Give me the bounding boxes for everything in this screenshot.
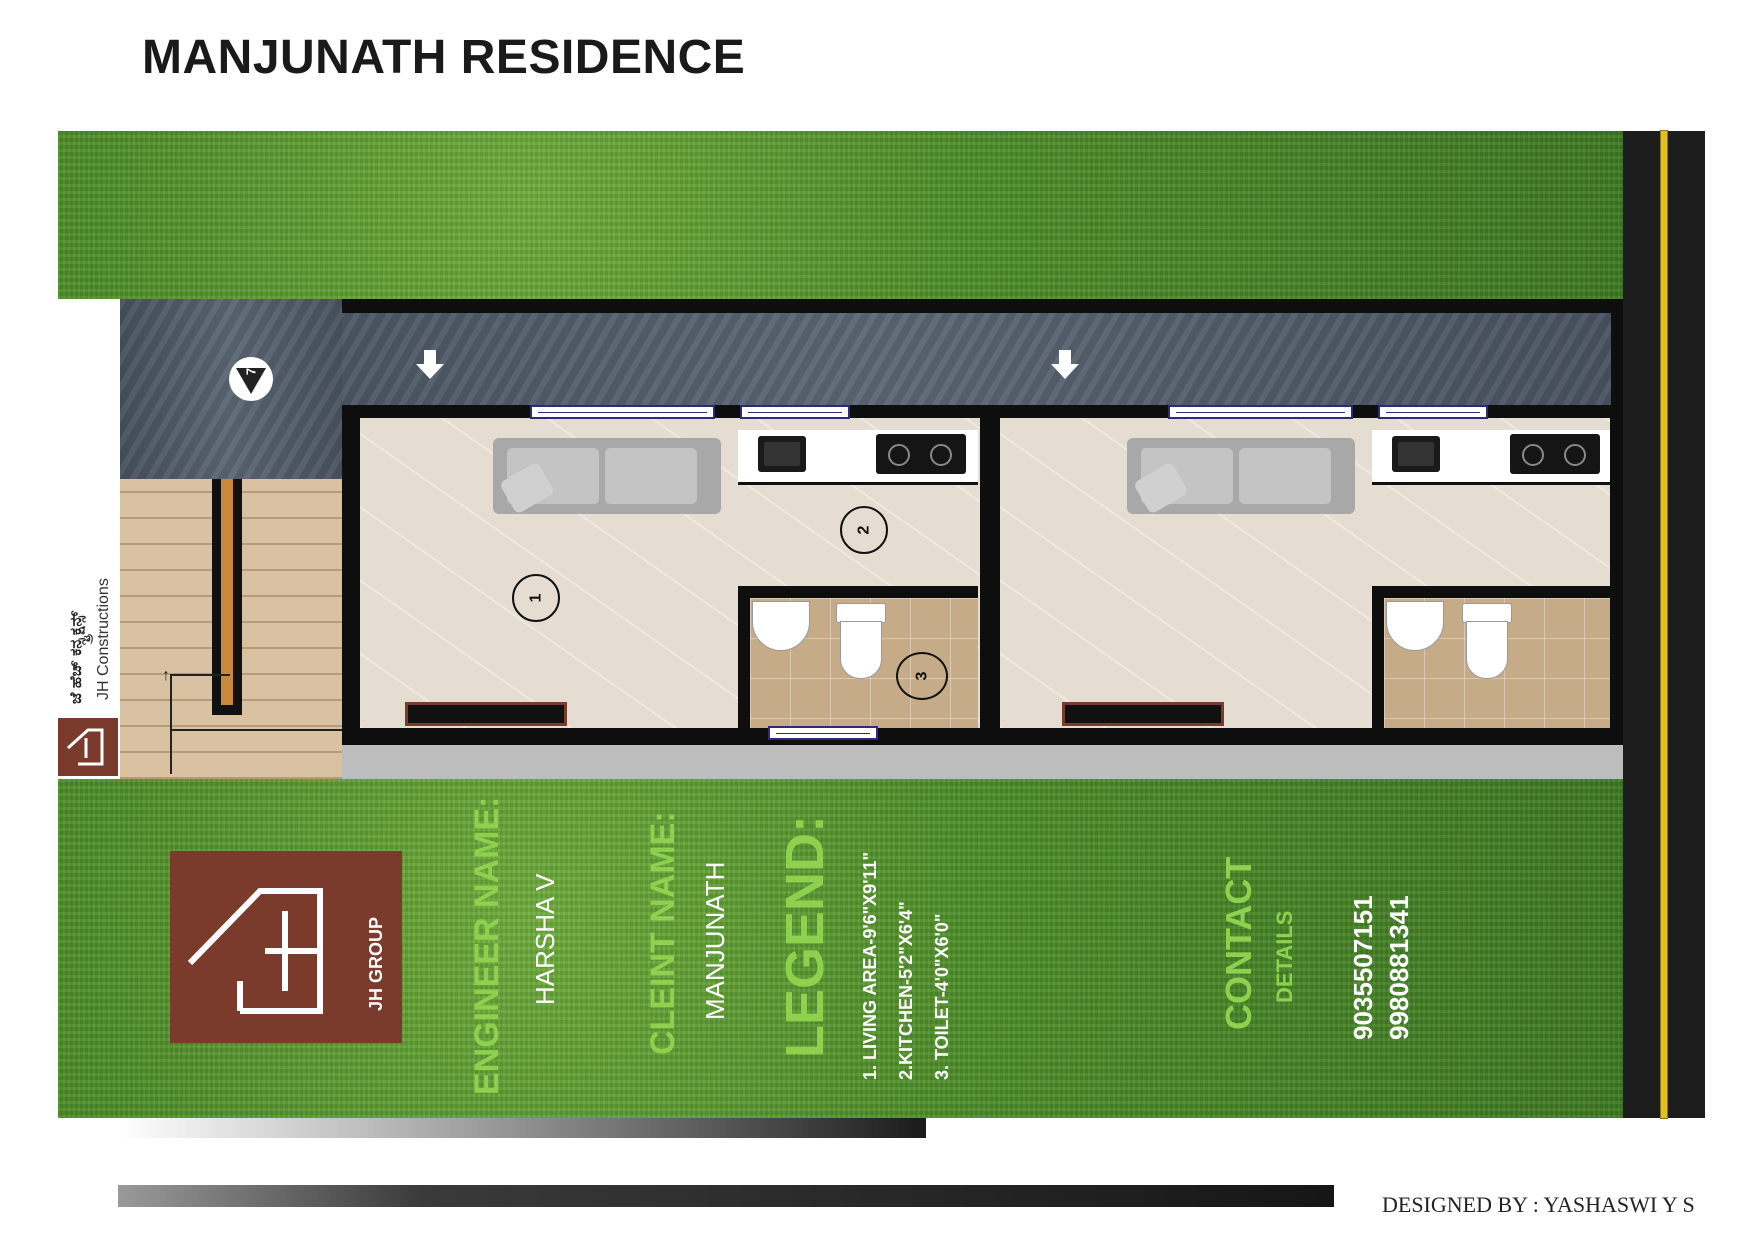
corridor [120,299,1623,409]
legend-item-3: 3. TOILET-4'0"X6'0" [932,913,952,1080]
triangle-marker-icon [229,357,273,401]
jh-group-logo: JH GROUP [170,851,402,1043]
room-marker-kitchen: 2 [840,506,888,554]
washbasin-icon [752,601,810,651]
sign-logo [58,718,118,776]
phone-1: 9035507151 [1348,895,1378,1040]
stair-handrail [212,479,242,715]
unit-1-toilet-window [768,726,878,740]
client-heading: CLEINT NAME: [644,811,682,1055]
site-sign [58,712,120,779]
entry-arrow-icon [1050,350,1080,380]
corridor-end-wall [1611,299,1623,409]
room-marker-toilet: 3 [896,652,948,700]
unit-1-toilet-wall [738,586,978,598]
unit-2-kitchen-window [1378,405,1488,419]
sign-kannada: ಜೆ ಹೆಚ್ ಕನ್ಸ್ಟ್ರಕ್ಷನ್ಸ್ [68,610,85,704]
unit-2-toilet-wall [1372,586,1612,598]
stair-rail-outline-2 [170,729,350,731]
unit-1-kitchen-window [740,405,850,419]
jh-logo-icon [187,888,323,1014]
unit-1-window [530,405,715,419]
decor-bar-2 [118,1185,1334,1207]
sofa-icon [1127,438,1355,515]
toilet-icon [1462,603,1512,679]
jh-logo-icon [66,728,104,766]
side-margin [58,299,120,779]
engineer-name: HARSHA V [530,873,560,1006]
phone-2: 9980881341 [1384,895,1414,1040]
sofa-icon [493,438,721,515]
page-title: MANJUNATH RESIDENCE [142,31,746,84]
road [1623,131,1705,1118]
decor-bar-1 [118,1118,926,1138]
tv-unit-icon [1062,702,1224,726]
designer-credit: DESIGNED BY : YASHASWI Y S [1382,1192,1695,1217]
legend-heading: LEGEND: [775,815,835,1058]
unit-2-window [1168,405,1353,419]
stair-marker-number: 7 [243,367,259,376]
stair-landing [120,299,342,479]
sink-icon [758,436,806,472]
corridor-wall [342,299,1623,313]
staircase: ↑ [120,479,350,779]
room-marker-living: 1 [512,574,560,622]
legend-item-1: 1. LIVING AREA-9'6"X9'11" [860,851,880,1080]
entry-arrow-icon [415,350,445,380]
stair-marker: 7 [226,354,276,404]
tv-unit-icon [405,702,567,726]
sink-icon [1392,436,1440,472]
stair-direction-arrow-icon: ↑ [162,667,170,684]
stove-icon [876,434,966,474]
contact-heading: CONTACT [1218,856,1259,1030]
stair-direction-line [170,674,172,774]
unit-1-toilet-wall-side [738,586,750,728]
unit-2-toilet-wall-side [1372,586,1384,728]
washbasin-icon [1386,601,1444,651]
engineer-heading: ENGINEER NAME: [468,796,506,1095]
bottom-path [342,745,1623,779]
client-name: MANJUNATH [700,861,730,1020]
road-center-line [1661,131,1667,1118]
toilet-icon [836,603,886,679]
stair-rail-outline [170,674,230,676]
stove-icon [1510,434,1600,474]
legend-item-2: 2.KITCHEN-5'2"X6'4" [896,901,916,1080]
logo-text: JH GROUP [366,916,386,1011]
sign-english: JH Constructions [95,578,112,700]
contact-subheading: DETAILS [1272,910,1297,1003]
top-lawn [58,131,1623,299]
